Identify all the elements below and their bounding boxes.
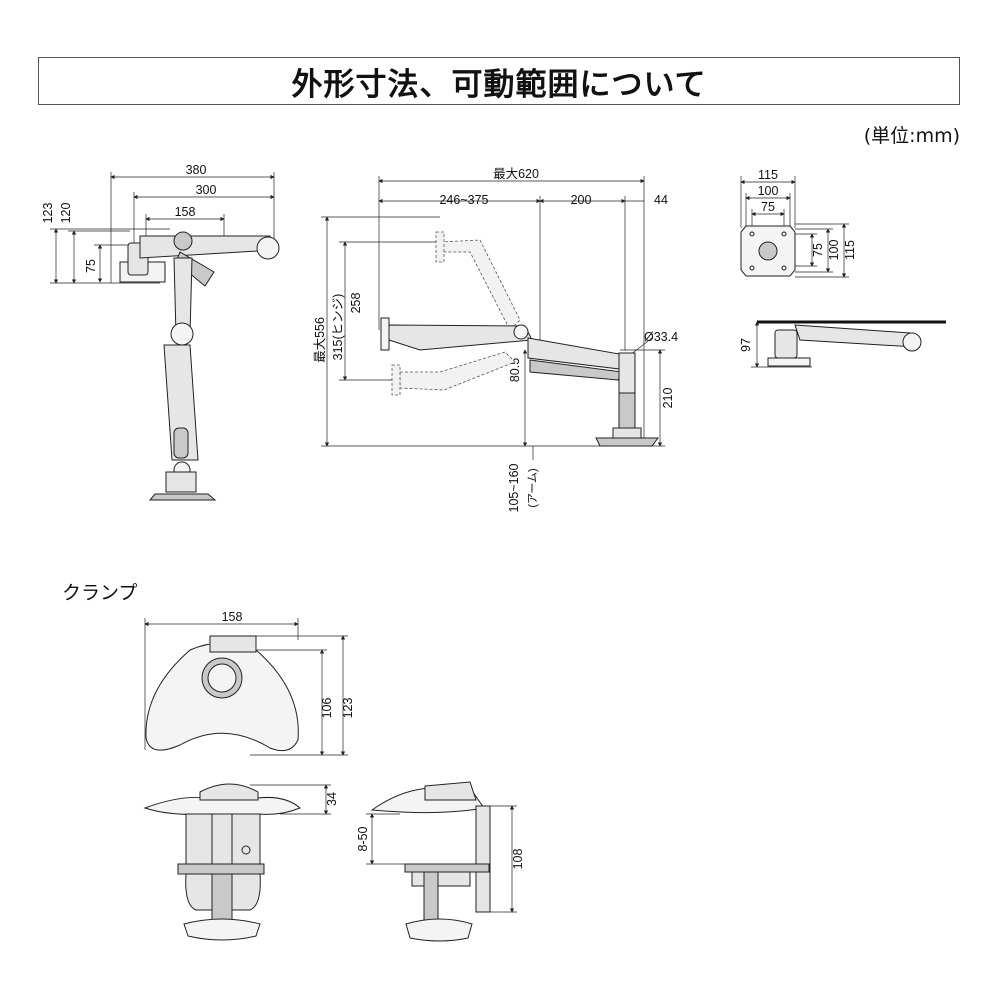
clamp-side-foot (405, 918, 473, 942)
dim-max-556: 最大556 (313, 317, 327, 363)
dim-97: 97 (739, 338, 753, 352)
clamp-dim-158: 158 (222, 610, 243, 624)
dim-258: 258 (349, 293, 363, 314)
side-upper-arm (388, 324, 533, 351)
vesa-75-w: 75 (761, 200, 775, 214)
dim-120: 120 (59, 203, 73, 224)
dim-44: 44 (654, 193, 668, 207)
desk-arm (794, 324, 916, 348)
side-vesa-plate (380, 317, 390, 351)
dim-max-620: 最大620 (493, 167, 539, 181)
dim-246-375: 246~375 (439, 193, 488, 207)
clamp-dim-108: 108 (511, 849, 525, 870)
side-base (595, 437, 659, 447)
page-title: 外形寸法、可動範囲について (291, 66, 707, 103)
front-view: 380 300 158 123 120 75 (41, 163, 280, 501)
clamp-side-view: 8-50 108 (356, 781, 525, 942)
vesa-75-h: 75 (811, 243, 825, 257)
clamp-dim-106: 106 (320, 698, 334, 719)
vesa-view: 115 100 75 75 100 115 (740, 168, 857, 278)
arm-end-cap (256, 236, 280, 260)
dim-arm-note: (アーム) (526, 468, 539, 507)
clamp-side-screw (423, 871, 439, 925)
clamp-body (165, 471, 197, 493)
clamp-front-view: 34 (143, 783, 339, 941)
dim-105-160: 105~160 (507, 463, 521, 512)
vesa-115-h: 115 (843, 240, 857, 260)
dim-pole-dia: Ø33.4 (644, 330, 678, 344)
lower-arm (163, 344, 199, 461)
dim-80-5: 80.5 (508, 358, 522, 382)
pole-joint (170, 322, 194, 346)
clamp-front-foot (183, 918, 261, 941)
clamp-side-bracket (475, 805, 491, 913)
clamp-top-tab (209, 635, 257, 653)
clamp-screw (211, 873, 233, 925)
dim-210: 210 (661, 388, 675, 409)
unit-label: (単位:mm) (863, 125, 960, 147)
clamp-front-body (185, 813, 261, 865)
side-view: 最大620 246~375 200 44 最大556 315(ヒンジ) 258 … (313, 167, 678, 513)
clamp-dim-123: 123 (341, 698, 355, 719)
dim-158: 158 (175, 205, 196, 219)
dim-75: 75 (84, 259, 98, 273)
side-pole (618, 352, 636, 394)
dim-200: 200 (571, 193, 592, 207)
dim-300: 300 (196, 183, 217, 197)
desk-view: 97 (739, 320, 946, 368)
title-box: 外形寸法、可動範囲について (38, 57, 960, 105)
clamp-top-view: 158 106 123 (144, 610, 355, 756)
dim-380: 380 (186, 163, 207, 177)
clamp-base (148, 493, 217, 501)
upper-arm (139, 235, 276, 259)
clamp-dim-34: 34 (325, 792, 339, 806)
vesa-115-w: 115 (758, 168, 778, 182)
dim-315-hinge: 315(ヒンジ) (331, 294, 345, 361)
clamp-dim-8-50: 8-50 (356, 826, 370, 851)
dim-123: 123 (41, 203, 55, 224)
vesa-100-h: 100 (827, 240, 841, 261)
vesa-100-w: 100 (758, 184, 779, 198)
clamp-section-label: クランプ (62, 582, 138, 604)
